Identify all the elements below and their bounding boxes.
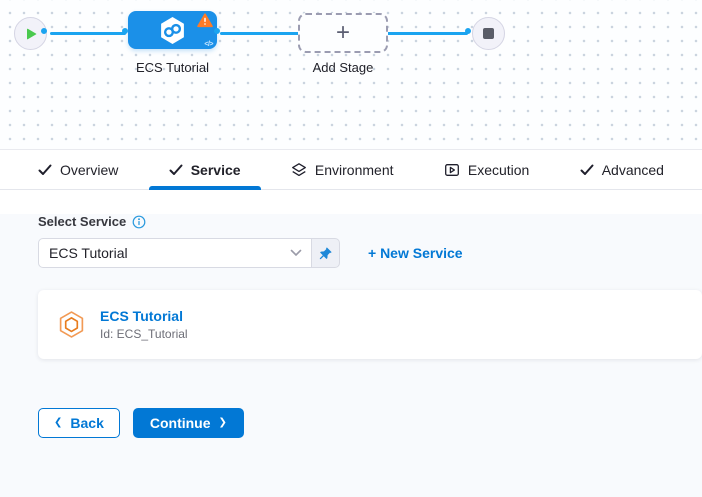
edge-addstage-to-end <box>386 32 468 35</box>
stage-node-ecs-tutorial[interactable]: </> <box>128 11 217 49</box>
tab-overview[interactable]: Overview <box>18 150 138 189</box>
continue-button-label: Continue <box>149 415 211 431</box>
check-icon <box>38 164 52 175</box>
back-button-label: Back <box>70 415 104 431</box>
select-service-label-row: Select Service <box>38 214 702 229</box>
select-service-label: Select Service <box>38 214 127 229</box>
play-icon <box>26 28 36 39</box>
tab-advanced-label: Advanced <box>601 161 664 178</box>
stop-icon <box>483 28 494 39</box>
chevron-left-icon: ❮ <box>54 417 63 428</box>
pin-icon <box>319 246 332 259</box>
service-card-texts: ECS Tutorial Id: ECS_Tutorial <box>100 308 188 341</box>
pipeline-canvas: </> + ECS Tutorial Add Stage <box>0 0 702 150</box>
back-button[interactable]: ❮ Back <box>38 408 120 438</box>
service-select[interactable]: ECS Tutorial <box>38 238 312 268</box>
active-tab-underline <box>148 186 261 190</box>
code-icon: </> <box>204 41 213 48</box>
warning-icon <box>197 13 213 28</box>
service-select-value: ECS Tutorial <box>49 245 128 261</box>
info-icon[interactable] <box>132 215 146 229</box>
end-node-port <box>465 28 471 34</box>
stage-node-label: ECS Tutorial <box>136 60 209 75</box>
stage-node-right-port <box>214 28 220 34</box>
select-service-row: ECS Tutorial + New Service <box>38 238 702 268</box>
add-stage-button[interactable]: + <box>298 13 388 53</box>
continue-button[interactable]: Continue ❯ <box>132 408 244 438</box>
add-stage-label: Add Stage <box>312 60 374 75</box>
execution-icon <box>444 163 459 176</box>
environment-icon <box>291 162 306 176</box>
footer-buttons: ❮ Back Continue ❯ <box>38 408 702 438</box>
harness-stage-icon <box>161 16 184 44</box>
tab-execution-label: Execution <box>467 161 530 178</box>
service-select-group: ECS Tutorial <box>38 238 340 268</box>
check-icon <box>580 164 594 175</box>
chevron-down-icon <box>290 249 302 256</box>
plus-icon: + <box>335 19 350 46</box>
pipeline-end-node <box>472 17 505 50</box>
tab-advanced[interactable]: Advanced <box>560 150 684 189</box>
edge-start-to-stage <box>50 32 126 35</box>
new-service-link[interactable]: + New Service <box>368 245 463 261</box>
service-hexagon-icon <box>59 311 84 338</box>
check-icon <box>169 164 183 175</box>
tab-execution[interactable]: Execution <box>424 150 549 189</box>
service-card[interactable]: ECS Tutorial Id: ECS_Tutorial <box>38 290 702 359</box>
tab-overview-label: Overview <box>60 161 119 178</box>
service-card-title[interactable]: ECS Tutorial <box>100 308 183 324</box>
service-tab-panel: Select Service ECS Tutorial <box>0 214 702 497</box>
stage-tabs: Overview Service Environment Execution <box>0 150 702 190</box>
pin-service-button[interactable] <box>312 238 340 268</box>
chevron-right-icon: ❯ <box>218 417 227 428</box>
start-node-port <box>41 28 47 34</box>
tab-environment-label: Environment <box>314 161 394 178</box>
stage-configuration-screen: </> + ECS Tutorial Add Stage Overview Se… <box>0 0 702 438</box>
tab-environment[interactable]: Environment <box>271 150 414 189</box>
service-card-id: Id: ECS_Tutorial <box>100 327 188 341</box>
edge-stage-to-addstage <box>220 32 300 35</box>
tab-service[interactable]: Service <box>148 150 261 190</box>
stage-node-left-port <box>122 28 128 34</box>
tab-service-label: Service <box>190 161 241 178</box>
